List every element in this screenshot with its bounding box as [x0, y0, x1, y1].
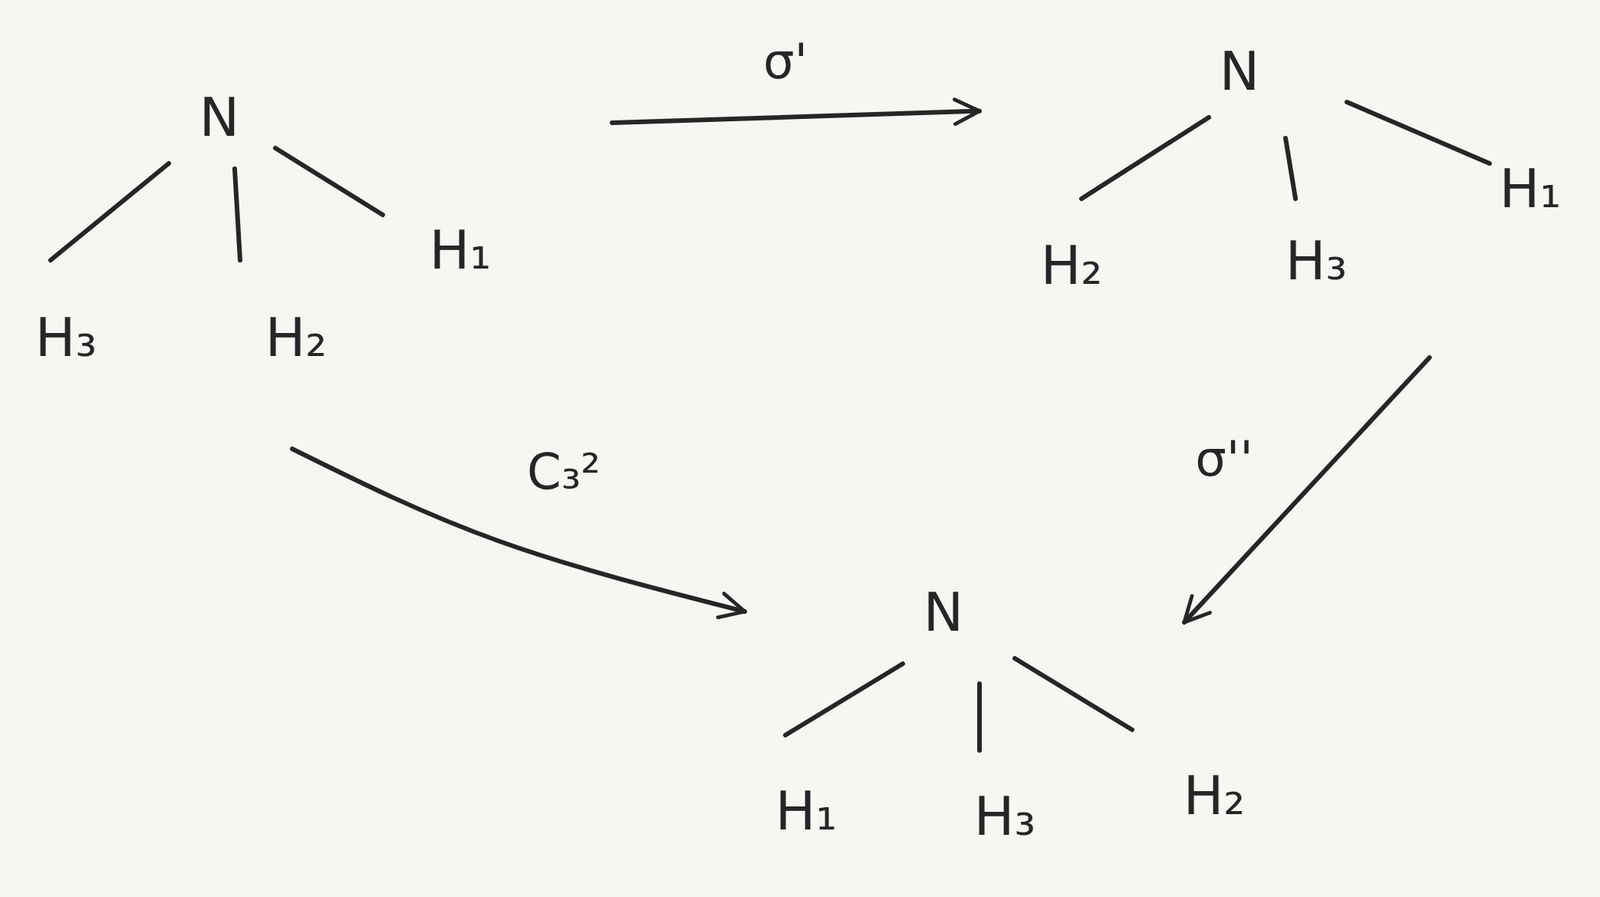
atom-label: H₃: [35, 310, 98, 365]
bond-line: [1346, 102, 1490, 164]
operation-arrow: [612, 111, 980, 123]
atom-label: H₁: [775, 783, 838, 838]
atom-label: H₁: [1499, 161, 1562, 216]
bond-line: [50, 163, 169, 261]
molecule-bonds: [50, 102, 1490, 751]
atom-label: H₃: [974, 789, 1037, 843]
operation-arrow: [292, 448, 745, 612]
operation-label: C₃²: [526, 447, 601, 497]
bond-line: [1285, 138, 1296, 199]
bond-line: [1081, 117, 1209, 199]
bond-line: [785, 663, 903, 735]
molecule-group: N H₂ H₃ H₁: [1043, 23, 1573, 307]
atom-label: H₂: [265, 310, 328, 365]
atom-label: H₂: [1040, 238, 1103, 293]
molecule-group: N H₁ H₃ H₂: [767, 567, 1258, 860]
bond-line: [1014, 658, 1133, 730]
molecule-group: N H₃ H₂ H₁: [30, 76, 507, 384]
bond-line: [977, 683, 982, 751]
bond-line: [275, 148, 383, 215]
atom-label: H₁: [429, 223, 492, 277]
atom-label: N: [1219, 44, 1260, 99]
atom-label: N: [923, 585, 964, 639]
operation-arrow: [1184, 357, 1430, 623]
atom-label: H₃: [1285, 233, 1348, 288]
atom-label: H₂: [1183, 768, 1246, 823]
atom-label: N: [199, 90, 240, 145]
operation-label: σ'': [1195, 434, 1254, 484]
bond-line: [234, 168, 241, 261]
operation-label: σ': [763, 36, 808, 86]
